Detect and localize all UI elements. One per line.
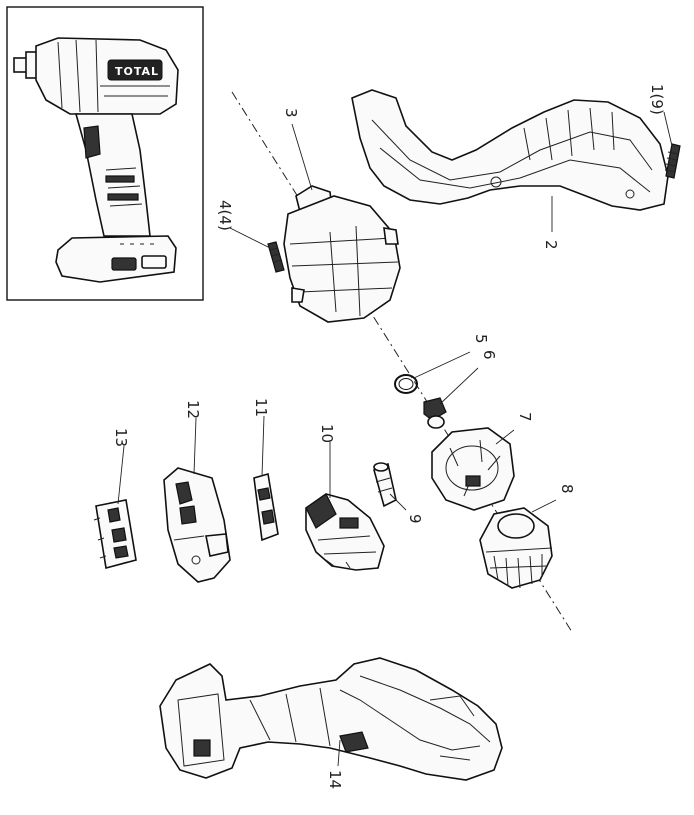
terminal-block-part <box>93 499 137 570</box>
main-housing-part <box>159 657 503 781</box>
gear-case-screw-part <box>267 241 285 273</box>
gear-case-head-part <box>283 185 401 323</box>
callout-labels: 1(9) 2 3 4(4) 5 6 7 8 9 10 11 12 13 14 <box>112 84 666 789</box>
label-part-3: 3 <box>282 108 300 118</box>
leader-lines <box>117 111 673 767</box>
label-part-7: 7 <box>516 412 534 422</box>
label-part-4: 4(4) <box>216 200 234 231</box>
assembled-tool-illustration: TOTAL <box>13 37 179 283</box>
switch-cylinder-part <box>373 462 397 508</box>
housing-screw-part <box>664 143 681 179</box>
inset-brand-logo: TOTAL <box>115 65 159 78</box>
trigger-switch-part <box>305 493 385 571</box>
label-part-9: 9 <box>406 514 424 524</box>
label-part-1: 1(9) <box>648 84 666 115</box>
housing-half-shell-part <box>351 89 669 211</box>
label-part-12: 12 <box>184 400 202 419</box>
switch-plate-part <box>253 472 279 542</box>
label-part-6: 6 <box>480 350 498 360</box>
label-part-10: 10 <box>318 424 336 443</box>
label-part-5: 5 <box>472 334 490 344</box>
label-part-2: 2 <box>542 240 560 250</box>
control-board-part <box>163 467 231 583</box>
label-part-14: 14 <box>326 770 344 789</box>
motor-fan-part <box>479 507 553 589</box>
label-part-13: 13 <box>112 428 130 447</box>
assembled-tool-inset: TOTAL <box>6 6 204 301</box>
pinion-gear-part <box>423 397 447 429</box>
label-part-11: 11 <box>252 398 270 417</box>
o-ring-part <box>394 374 418 394</box>
label-part-8: 8 <box>558 484 576 494</box>
motor-ring-housing-part <box>431 427 515 511</box>
